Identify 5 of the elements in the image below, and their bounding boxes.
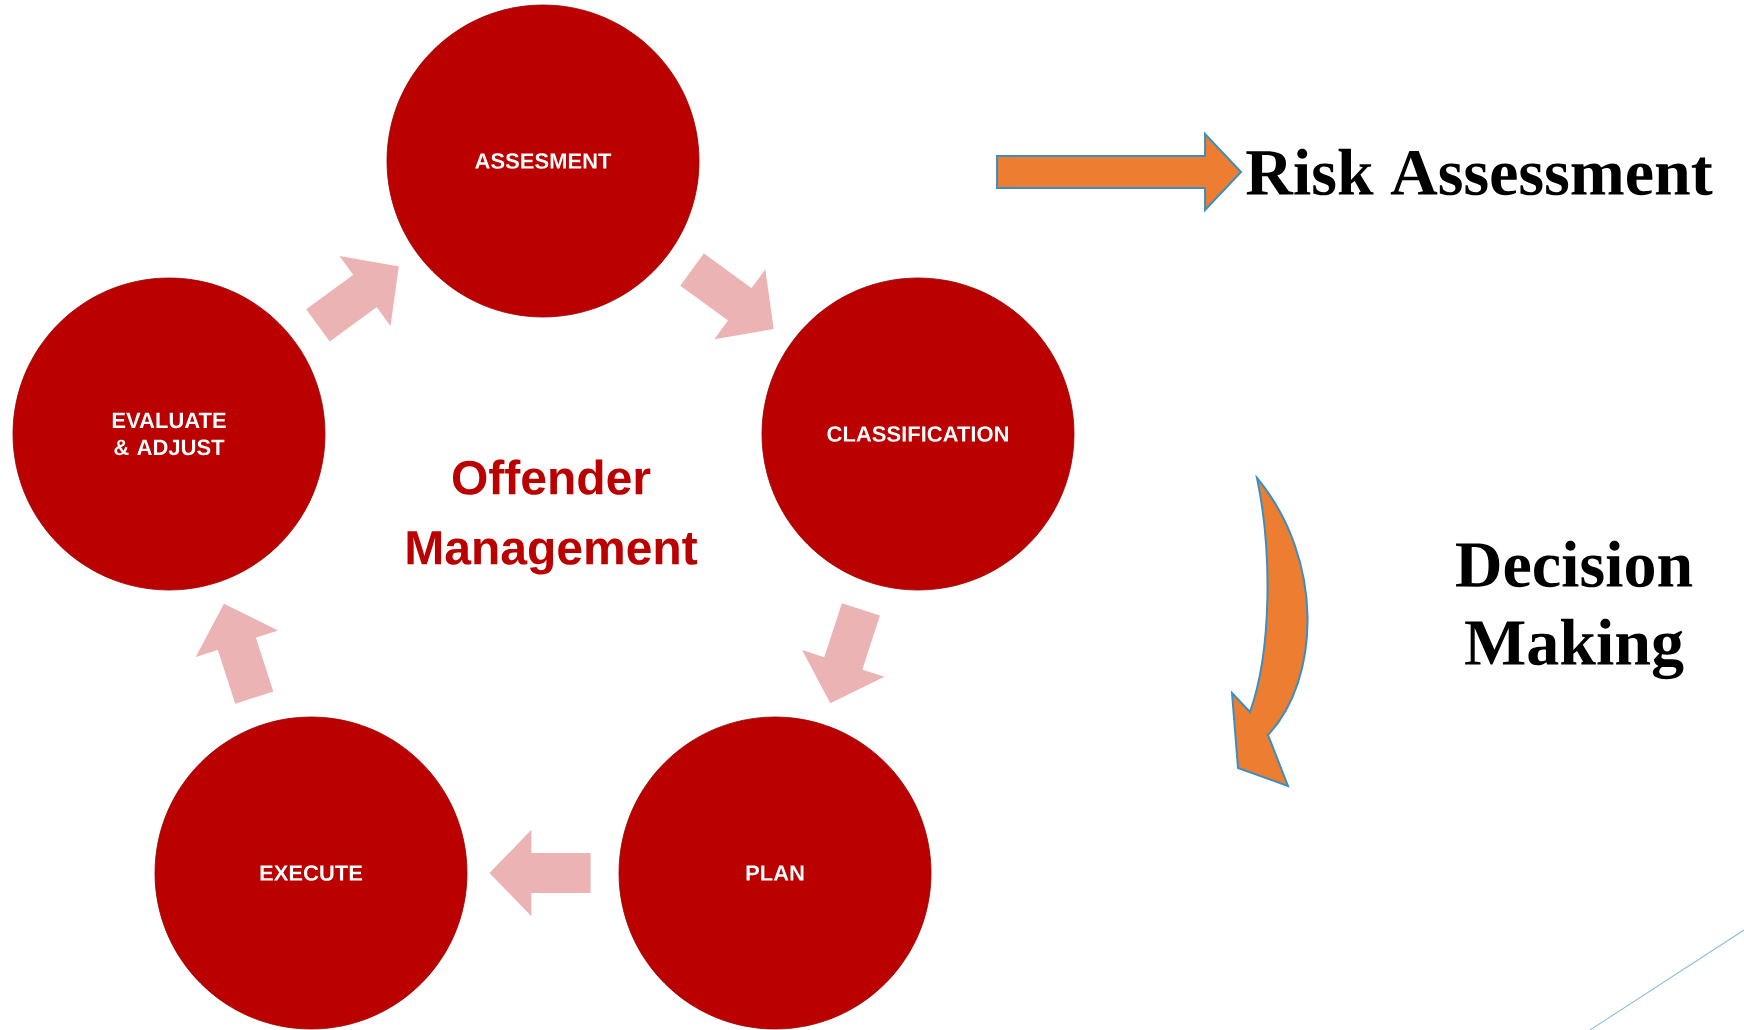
heading-text: Decision Making [1456,540,1693,680]
arrow [306,256,399,342]
arrow [996,131,1243,213]
heading-text: Risk Assessment [1246,148,1713,196]
center-title: Offender Management [407,459,698,575]
